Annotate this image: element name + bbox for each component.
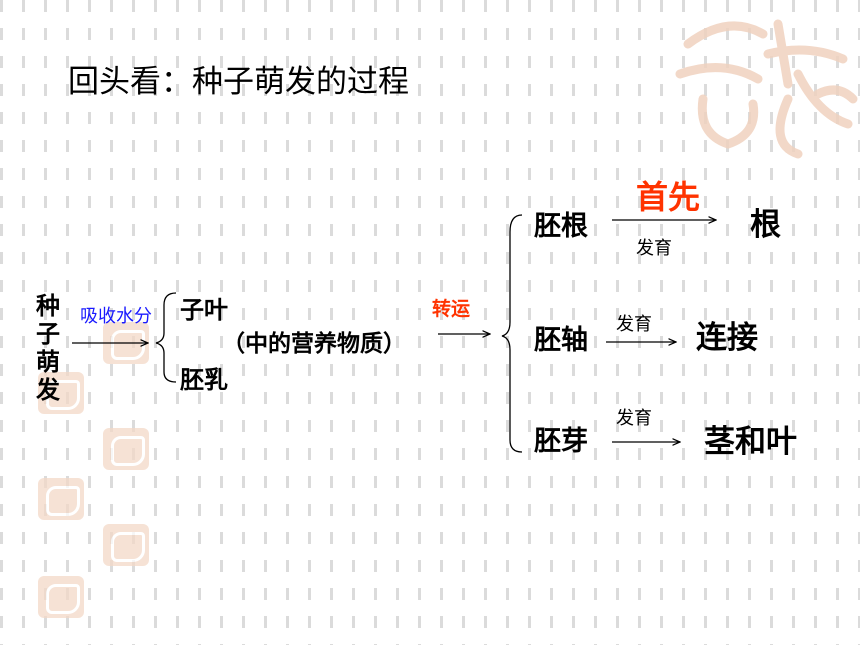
first-note: 首先: [636, 178, 701, 216]
page-title: 回头看：种子萌发的过程: [68, 64, 409, 100]
nutrients-label: （中的营养物质）: [222, 331, 406, 357]
develop-label: 发育: [636, 238, 672, 259]
develop-label: 发育: [616, 314, 652, 335]
decorative-logo-watermark: [675, 19, 858, 159]
stem-and-leaf-label: 茎和叶: [704, 424, 797, 460]
hypocotyl-label: 胚轴: [534, 325, 588, 356]
seed-char: 萌: [36, 348, 60, 376]
connect-label: 连接: [696, 320, 758, 356]
absorb-water-label: 吸收水分: [80, 306, 152, 327]
cotyledon-label: 子叶: [180, 296, 228, 324]
seed-char: 发: [36, 376, 60, 404]
decorative-stamp: [38, 478, 84, 520]
decorative-stamp: [38, 576, 84, 618]
develop-label: 发育: [616, 408, 652, 429]
large-brace: [501, 214, 523, 453]
root-label: 根: [750, 207, 781, 243]
plumule-label: 胚芽: [534, 426, 588, 457]
radicle-label: 胚根: [534, 211, 588, 242]
transport-label: 转运: [432, 298, 471, 320]
seed-char: 子: [36, 320, 60, 348]
decorative-stamp: [103, 428, 149, 470]
endosperm-label: 胚乳: [180, 366, 228, 394]
small-brace: [155, 292, 177, 383]
seed-germination-label: 种 子 萌 发: [36, 292, 66, 404]
decorative-stamp: [38, 372, 84, 414]
decorative-stamp: [103, 524, 149, 566]
seed-char: 种: [36, 292, 60, 320]
